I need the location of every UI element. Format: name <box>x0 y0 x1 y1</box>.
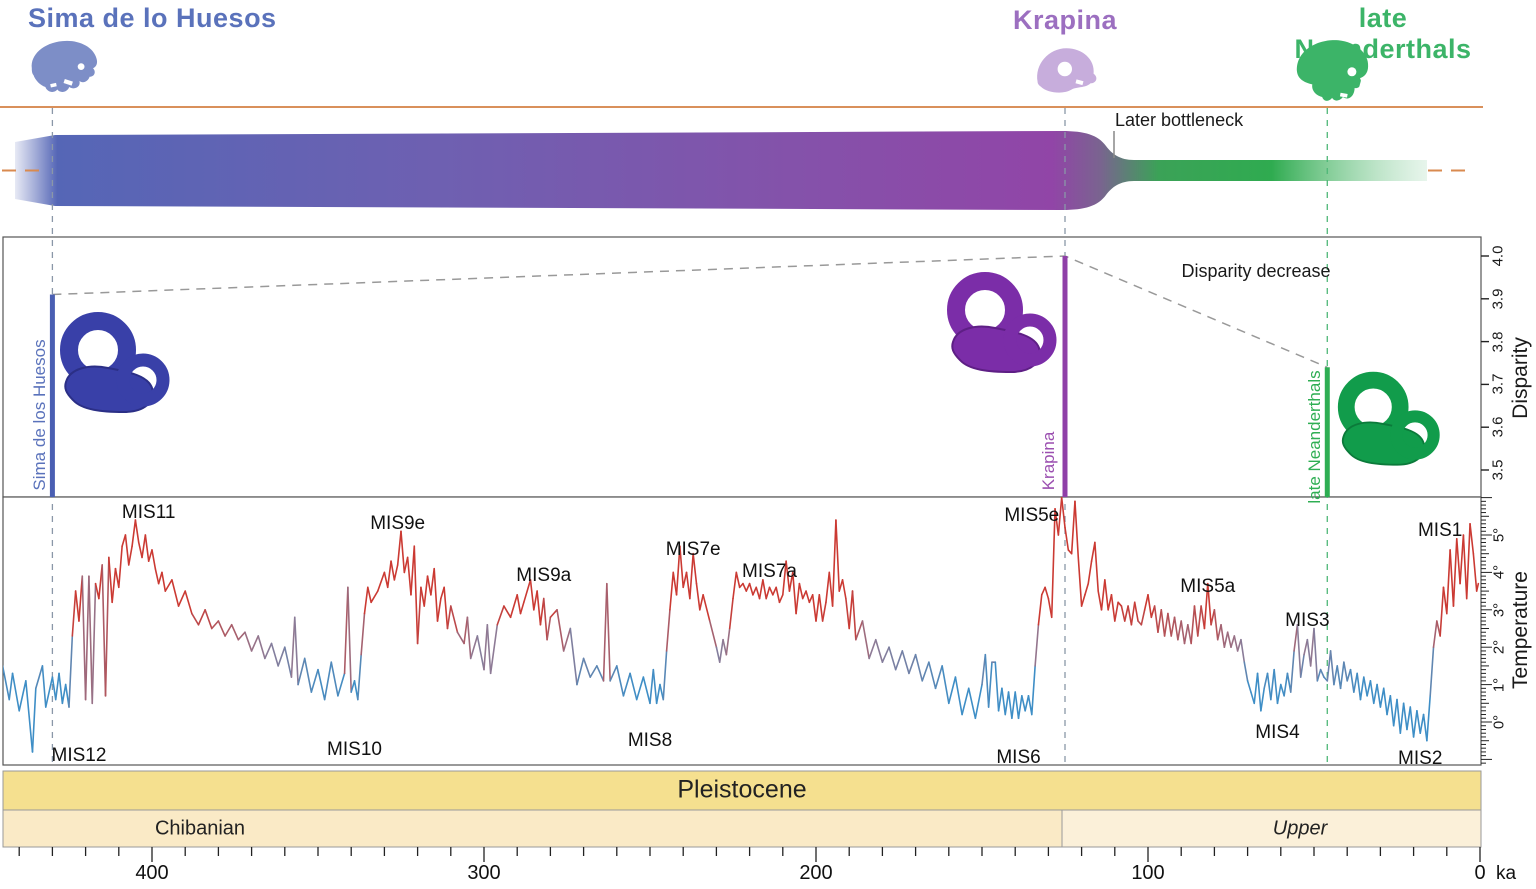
time-axis-unit: ka <box>1496 863 1517 884</box>
upper-band <box>1061 809 1482 848</box>
krapina-labyrinth-model <box>947 272 1057 374</box>
disparity-panel-frame <box>2 236 1482 498</box>
mis-label-mis3: MIS3 <box>1285 610 1330 632</box>
population-title-krapina: Krapina <box>1012 5 1118 35</box>
time-tick-label-400: 400 <box>135 862 169 884</box>
temperature-tick-label-5: 5° <box>1490 527 1508 543</box>
disparity-axis-title: Disparity <box>1509 337 1532 419</box>
temperature-tick-label-1: 1° <box>1490 677 1508 692</box>
temperature-tick-label-0: 0° <box>1490 714 1508 730</box>
time-tick-label-300: 300 <box>467 862 501 884</box>
krapina-bar-label: Krapina <box>1039 431 1058 491</box>
disparity-bar-2 <box>1324 367 1330 497</box>
sima-skull-icon <box>31 40 98 92</box>
disparity-tick-label-3.8: 3.8 <box>1489 331 1507 353</box>
mis-label-mis8: MIS8 <box>627 729 673 751</box>
neanderthal-labyrinth-model <box>1337 371 1440 466</box>
mis-label-mis5a: MIS5a <box>1180 576 1236 598</box>
pleistocene-label: Pleistocene <box>677 775 807 804</box>
disparity-tick-label-3.9: 3.9 <box>1489 288 1507 310</box>
late-neanderthals-bar-label: late Neanderthals <box>1305 370 1324 504</box>
mis-label-mis9e: MIS9e <box>370 512 426 534</box>
temperature-tick-label-2: 2° <box>1490 640 1508 655</box>
disparity-tick-label-4.0: 4.0 <box>1489 245 1507 267</box>
mis-label-mis7e: MIS7e <box>665 538 721 560</box>
temperature-panel-frame <box>2 496 1482 766</box>
upper-label: Upper <box>1272 817 1328 840</box>
time-tick-label-100: 100 <box>1131 862 1165 884</box>
mis-label-mis10: MIS10 <box>327 739 382 761</box>
pleistocene-band <box>2 770 1482 811</box>
mis-label-mis4: MIS4 <box>1255 722 1300 744</box>
time-tick-label-200: 200 <box>799 862 833 884</box>
mis-label-mis12: MIS12 <box>51 744 107 766</box>
krapina-calvaria-icon <box>1037 48 1097 93</box>
disparity-tick-label-3.6: 3.6 <box>1489 416 1507 438</box>
disparity-tick-label-3.5: 3.5 <box>1489 459 1507 481</box>
mis-label-mis5e: MIS5e <box>1004 505 1060 527</box>
sima-bar-label: Sima de los Huesos <box>30 339 49 491</box>
mis-label-mis1: MIS1 <box>1417 520 1463 542</box>
mis-label-mis6: MIS6 <box>996 746 1041 768</box>
neanderthal-skull-icon <box>1296 40 1369 101</box>
temperature-tick-label-3: 3° <box>1490 602 1508 617</box>
temperature-axis-title: Temperature <box>1509 571 1532 689</box>
bottleneck-annotation: Later bottleneck <box>1115 110 1244 130</box>
mis-label-mis9a: MIS9a <box>516 565 572 587</box>
temperature-tick-label-4: 4° <box>1490 565 1508 580</box>
chibanian-band <box>2 809 1063 848</box>
sima-labyrinth-model <box>60 312 170 414</box>
population-lineage-band <box>15 131 1427 210</box>
mis-label-mis2: MIS2 <box>1398 748 1443 770</box>
time-tick-label-0: 0 <box>1474 862 1486 884</box>
mis-label-mis7a: MIS7a <box>742 561 797 583</box>
disparity-bar-1 <box>1062 256 1068 497</box>
mis-label-mis11: MIS11 <box>121 501 176 523</box>
chibanian-label: Chibanian <box>154 817 246 840</box>
disparity-tick-label-3.7: 3.7 <box>1489 373 1507 395</box>
population-title-sima: Sima de lo Huesos <box>28 3 277 33</box>
temperature-series <box>3 497 1480 753</box>
disparity-decrease-annotation: Disparity decrease <box>1181 261 1331 281</box>
disparity-bar-0 <box>49 294 55 497</box>
